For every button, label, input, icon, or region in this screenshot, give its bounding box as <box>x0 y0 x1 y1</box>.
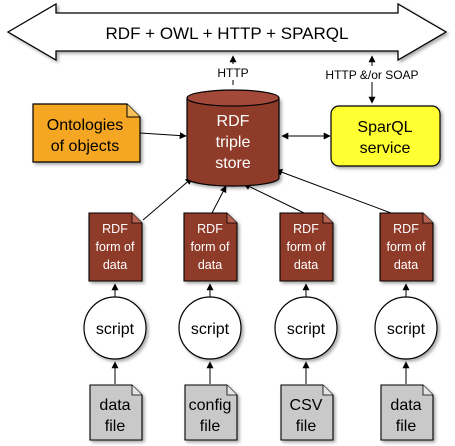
rdf-doc-label-1: RDF <box>102 222 128 236</box>
arrow-doc3-store <box>243 183 305 214</box>
rdf-doc-label-1: RDF <box>197 222 223 236</box>
rdf-doc-label-2: form of <box>287 240 326 254</box>
store-label-3: store <box>215 155 251 172</box>
file-node-1: data file <box>89 384 143 441</box>
sparql-label-1: SparQL <box>357 119 412 136</box>
file-node-2: config file <box>184 384 238 441</box>
file-label-2: file <box>396 418 417 435</box>
script-label: script <box>287 321 326 338</box>
protocol-banner: RDF + OWL + HTTP + SPARQL <box>6 2 448 62</box>
script-label: script <box>387 321 426 338</box>
ontologies-label-1: Ontologies <box>47 117 124 134</box>
file-label-2: file <box>296 418 317 435</box>
arrow-doc4-store <box>275 168 392 214</box>
http-soap-label: HTTP &/or SOAP <box>325 68 418 82</box>
arrow-ontologies-store <box>139 132 187 140</box>
script-node-1: script <box>83 296 147 360</box>
rdf-doc-label-1: RDF <box>393 222 419 236</box>
rdf-doc-label-2: form of <box>387 240 426 254</box>
connector-store-banner: HTTP <box>209 55 257 85</box>
store-label-2: triple <box>216 134 251 151</box>
rdf-doc-label-3: data <box>198 258 222 272</box>
arrow-doc1-store <box>142 177 193 221</box>
script-node-4: script <box>374 296 438 360</box>
rdf-doc-label-2: form of <box>191 240 230 254</box>
file-label-1: config <box>189 397 232 414</box>
rdf-doc-label-3: data <box>394 258 418 272</box>
file-label-1: CSV <box>290 397 323 414</box>
script-label: script <box>96 321 135 338</box>
file-label-2: file <box>105 418 126 435</box>
sparql-label-2: service <box>360 140 411 157</box>
sparql-service: SparQL service <box>330 105 441 167</box>
arrow-doc2-store <box>211 185 227 214</box>
rdf-doc-1: RDF form of data <box>88 212 143 282</box>
rdf-doc-4: RDF form of data <box>379 212 434 282</box>
rdf-doc-label-2: form of <box>96 240 135 254</box>
script-label: script <box>191 321 230 338</box>
banner-label: RDF + OWL + HTTP + SPARQL <box>106 24 349 43</box>
file-node-4: data file <box>380 384 434 441</box>
ontologies-node: Ontologies of objects <box>32 103 141 163</box>
rdf-doc-3: RDF form of data <box>279 212 334 282</box>
file-node-3: CSV file <box>280 384 334 441</box>
http-label: HTTP <box>217 66 248 80</box>
file-label-1: data <box>99 397 130 414</box>
connector-sparql-banner: HTTP &/or SOAP <box>317 55 429 104</box>
script-node-2: script <box>178 296 242 360</box>
rdf-triple-store: RDF triple store <box>186 89 280 187</box>
rdf-doc-label-1: RDF <box>293 222 319 236</box>
file-label-2: file <box>200 418 221 435</box>
file-label-1: data <box>390 397 421 414</box>
rdf-doc-label-3: data <box>103 258 127 272</box>
script-node-3: script <box>274 296 338 360</box>
rdf-doc-label-3: data <box>294 258 318 272</box>
rdf-doc-2: RDF form of data <box>183 212 238 282</box>
ontologies-label-2: of objects <box>51 138 119 155</box>
store-label-1: RDF <box>217 113 250 130</box>
